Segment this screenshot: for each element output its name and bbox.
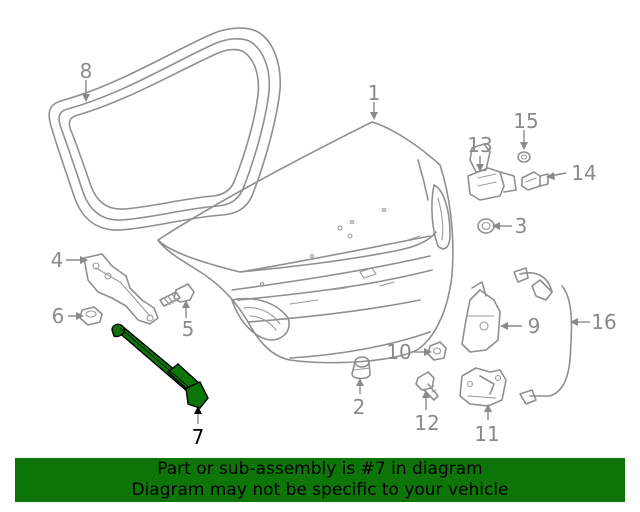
part-2-bumper <box>351 356 371 380</box>
callout-labels: 8 1 15 13 14 3 4 6 5 9 16 10 2 12 11 7 <box>51 59 617 449</box>
callout-10: 10 <box>386 340 411 364</box>
part-16-cable <box>513 267 573 405</box>
part-13-actuator <box>467 143 517 201</box>
part-8-weatherstrip <box>48 27 282 231</box>
part-3-grommet <box>477 218 495 234</box>
callout-16: 16 <box>591 310 616 334</box>
callout-15: 15 <box>513 109 538 133</box>
part-12-bolt <box>415 371 439 401</box>
part-7-gas-strut <box>111 323 209 409</box>
banner-line-1: Part or sub-assembly is #7 in diagram <box>157 459 483 479</box>
callout-2: 2 <box>353 395 366 419</box>
part-9-latch-bracket <box>461 281 501 353</box>
leader-lines <box>66 80 590 424</box>
part-5-bolt <box>159 283 195 307</box>
callout-11: 11 <box>474 422 499 446</box>
callout-3: 3 <box>515 214 528 238</box>
part-1-trunk-lid <box>157 121 454 364</box>
part-14-screw <box>521 171 549 191</box>
callout-8: 8 <box>80 59 93 83</box>
callout-14: 14 <box>571 161 596 185</box>
part-info-banner: Part or sub-assembly is #7 in diagram Di… <box>15 458 625 502</box>
part-15-washer <box>517 151 531 163</box>
callout-6: 6 <box>52 304 65 328</box>
callout-1: 1 <box>368 81 381 105</box>
callout-13: 13 <box>467 133 492 157</box>
part-11-latch <box>459 367 507 407</box>
callout-5: 5 <box>182 317 195 341</box>
callout-4: 4 <box>51 248 64 272</box>
part-10-nut <box>427 341 447 361</box>
callout-7-highlighted: 7 <box>192 425 205 449</box>
callout-12: 12 <box>414 411 439 435</box>
part-4-hinge <box>83 253 159 325</box>
callout-9: 9 <box>528 314 541 338</box>
banner-line-2: Diagram may not be specific to your vehi… <box>131 480 509 500</box>
